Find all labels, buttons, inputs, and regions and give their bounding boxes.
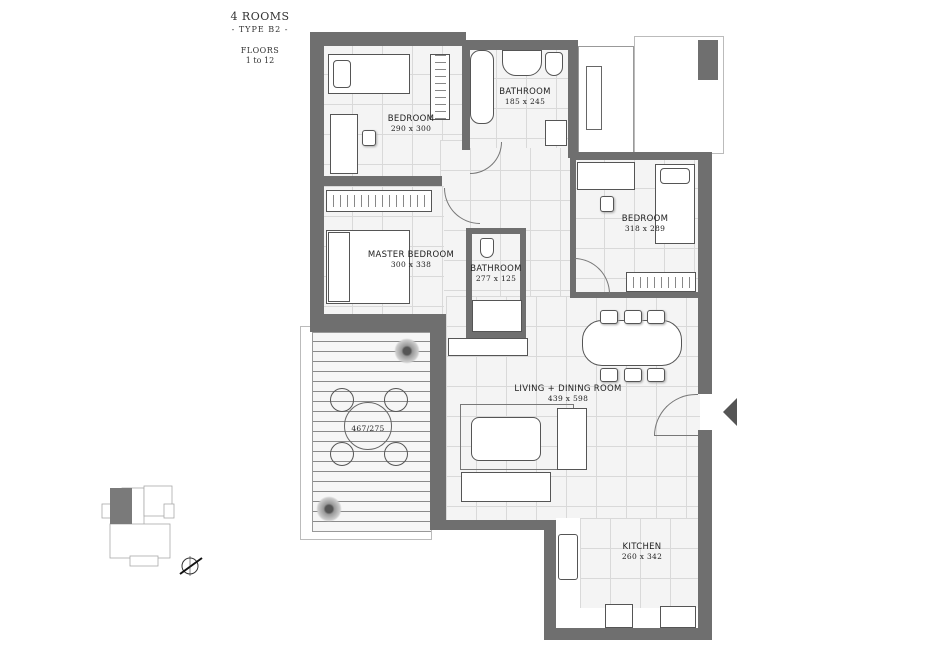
label-living-dining: LIVING + DINING ROOM 439 x 598 [508,384,628,404]
plant [316,496,342,522]
desk-bedroom-2 [577,162,635,190]
building-keyplan [98,484,182,568]
wardrobe-bedroom-2 [626,272,696,292]
wall-master-bottom [310,314,446,332]
floor-kitchen [580,518,700,608]
washer [545,120,567,146]
sofa [461,472,551,502]
toilet-1 [545,52,563,76]
floors-range: 1 to 12 [245,56,275,65]
terrace-chair [384,388,408,412]
dining-chair [624,368,642,382]
room-name: BEDROOM [387,114,435,124]
room-name: LIVING + DINING ROOM [514,384,622,394]
room-dimensions: 185 x 245 [504,97,546,106]
wall-living-bottom [430,520,556,530]
terrace-chair [330,388,354,412]
label-bathroom-2: BATHROOM 277 x 125 [466,264,526,284]
floors-label: FLOORS [240,46,280,55]
room-dimensions: 318 x 289 [624,224,666,233]
unit-type: - TYPE B2 - [231,25,289,34]
wall-top-left [310,32,466,46]
chair-bedroom-1 [362,130,376,146]
wall-bath1-right [568,40,578,158]
dining-chair [647,310,665,324]
wall-bottom-kitchen [544,628,712,640]
wall-kitchen-left [544,524,556,640]
room-name: BEDROOM [621,214,669,224]
wall-bed2-bottom [570,292,700,298]
wardrobe-bedroom-1 [430,54,450,120]
wall-terrace-right [430,314,446,530]
room-dimensions: 439 x 598 [547,394,589,403]
label-kitchen: KITCHEN 260 x 342 [612,542,672,562]
label-bathroom-1: BATHROOM 185 x 245 [490,87,560,107]
wall-right-upper [698,154,712,394]
bathtub-1 [470,50,494,124]
desk-bedroom-1 [330,114,358,174]
entrance-arrow-icon [723,398,737,426]
label-bedroom-2: BEDROOM 318 x 289 [610,214,680,234]
room-name: BATHROOM [499,87,551,97]
dining-table [582,320,682,366]
dining-chair [600,310,618,324]
keyplan-icon [101,485,175,567]
label-terrace: 467/275 [340,424,396,434]
plant [394,338,420,364]
fridge-counter [660,606,696,628]
coffee-table [471,417,541,461]
room-dimensions: 277 x 125 [475,274,517,283]
label-master-bedroom: MASTER BEDROOM 300 x 338 [366,250,456,270]
rooms-title: 4 ROOMS [230,10,290,23]
compass-north-icon [178,554,204,578]
drying-rack [586,66,602,130]
room-name: KITCHEN [622,542,662,552]
cooktop [605,604,633,628]
title-block: 4 ROOMS - TYPE B2 - FLOORS 1 to 12 [200,10,320,65]
dining-chair [624,310,642,324]
wall-bed1-bottom [322,176,442,186]
label-bedroom-1: BEDROOM 290 x 300 [376,114,446,134]
wall-bed2-left [570,152,576,298]
terrace-chair [330,442,354,466]
chair-bedroom-2 [600,196,614,212]
pillow-bedroom-2 [660,168,690,184]
room-dimensions: 290 x 300 [390,124,432,133]
armchair [557,408,587,470]
wall-left-upper [310,32,324,332]
wardrobe-master [326,190,432,212]
dining-chair [647,368,665,382]
shower-2 [472,300,522,332]
sink-1 [502,50,542,76]
pillows-master [328,232,350,302]
room-dimensions: 300 x 338 [390,260,432,269]
wall-bed2-top [570,152,712,160]
wall-top-bath [462,40,578,50]
terrace-table [344,402,392,450]
wall-bath1-left [462,40,470,150]
room-name: MASTER BEDROOM [367,250,455,260]
kitchen-sink [558,534,578,580]
room-dimensions: 260 x 342 [621,552,663,561]
hall-counter [448,338,528,356]
shaft [698,40,718,80]
terrace-dimensions: 467/275 [351,424,385,433]
wall-right-lower [698,430,712,640]
room-name: BATHROOM [470,264,522,274]
terrace-chair [384,442,408,466]
toilet-2 [480,238,494,258]
pillow-bedroom-1 [333,60,351,88]
dining-chair [600,368,618,382]
wall-bath2 [466,228,526,338]
